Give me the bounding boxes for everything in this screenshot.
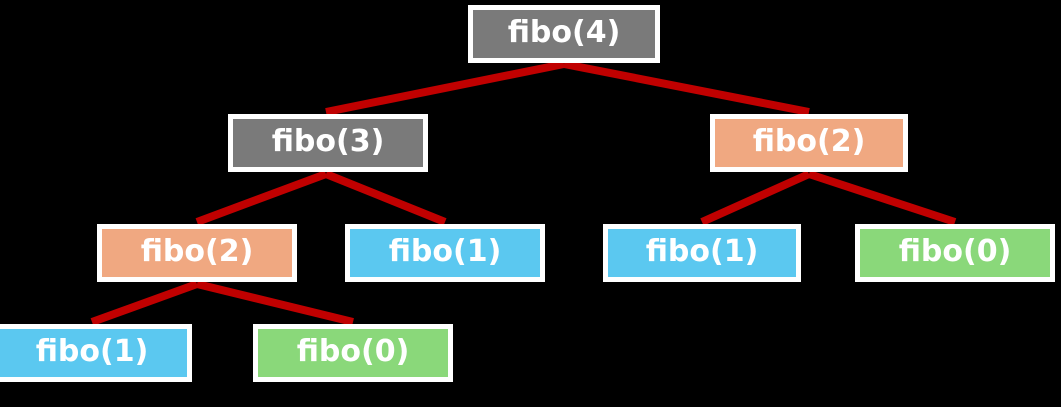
- tree-node-label: fibo(1): [388, 234, 502, 269]
- tree-node-label: fibo(4): [507, 15, 621, 50]
- tree-node-n3: fibo(2): [97, 224, 297, 282]
- tree-edge-n2-n5: [700, 170, 811, 226]
- tree-node-n6: fibo(0): [855, 224, 1055, 282]
- tree-node-n4: fibo(1): [345, 224, 545, 282]
- tree-node-label: fibo(0): [898, 234, 1012, 269]
- tree-node-n1: fibo(3): [228, 114, 428, 172]
- tree-node-label: fibo(2): [752, 124, 866, 159]
- tree-node-label: fibo(1): [645, 234, 759, 269]
- tree-edge-n1-n4: [324, 170, 447, 226]
- tree-node-label: fibo(1): [35, 334, 149, 369]
- tree-node-n5: fibo(1): [603, 224, 801, 282]
- tree-edge-n3-n8: [196, 280, 354, 326]
- tree-edge-n0-n1: [325, 60, 565, 116]
- tree-node-n2: fibo(2): [710, 114, 908, 172]
- tree-edge-n0-n2: [563, 60, 810, 116]
- tree-edge-n3-n7: [90, 280, 199, 326]
- tree-node-n0: fibo(4): [468, 5, 660, 63]
- tree-node-label: fibo(0): [296, 334, 410, 369]
- edge-group: [90, 60, 957, 326]
- tree-node-label: fibo(3): [271, 124, 385, 159]
- tree-edge-n2-n6: [807, 170, 957, 226]
- tree-edge-n1-n3: [195, 170, 328, 226]
- tree-node-n7: fibo(1): [0, 324, 192, 382]
- tree-node-label: fibo(2): [140, 234, 254, 269]
- tree-node-n8: fibo(0): [253, 324, 453, 382]
